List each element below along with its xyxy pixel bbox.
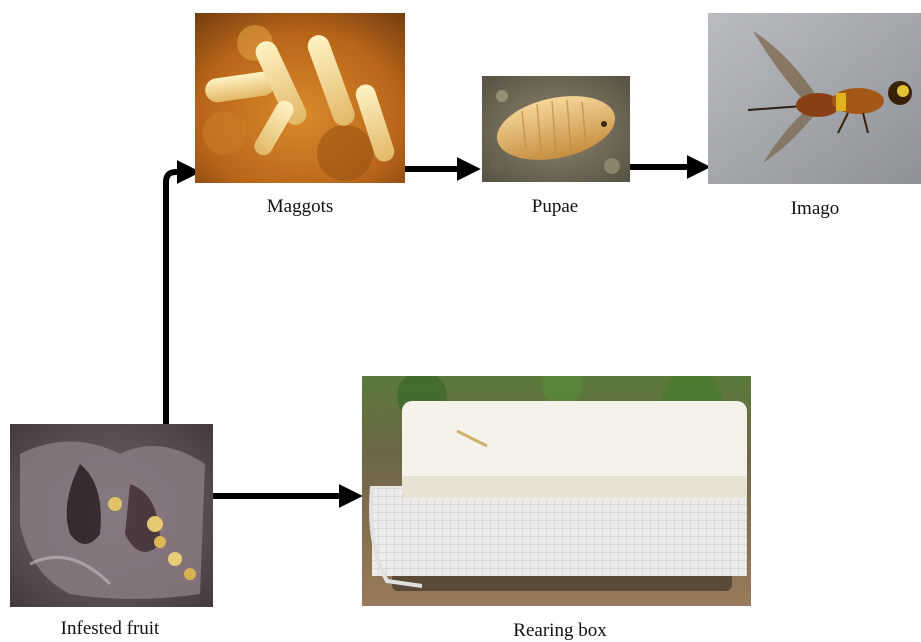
imago-label: Imago — [760, 198, 870, 220]
arrow-fruit-to-maggots — [166, 172, 190, 428]
maggots-label: Maggots — [245, 196, 355, 218]
rearing-box-photo — [362, 376, 751, 606]
pupae-label: Pupae — [500, 196, 610, 218]
pupa-photo — [482, 76, 630, 182]
adult-fly-photo — [708, 13, 921, 184]
infested-fruit-label: Infested fruit — [40, 618, 180, 640]
infested-fruit-photo — [10, 424, 213, 607]
maggots-photo — [195, 13, 405, 183]
